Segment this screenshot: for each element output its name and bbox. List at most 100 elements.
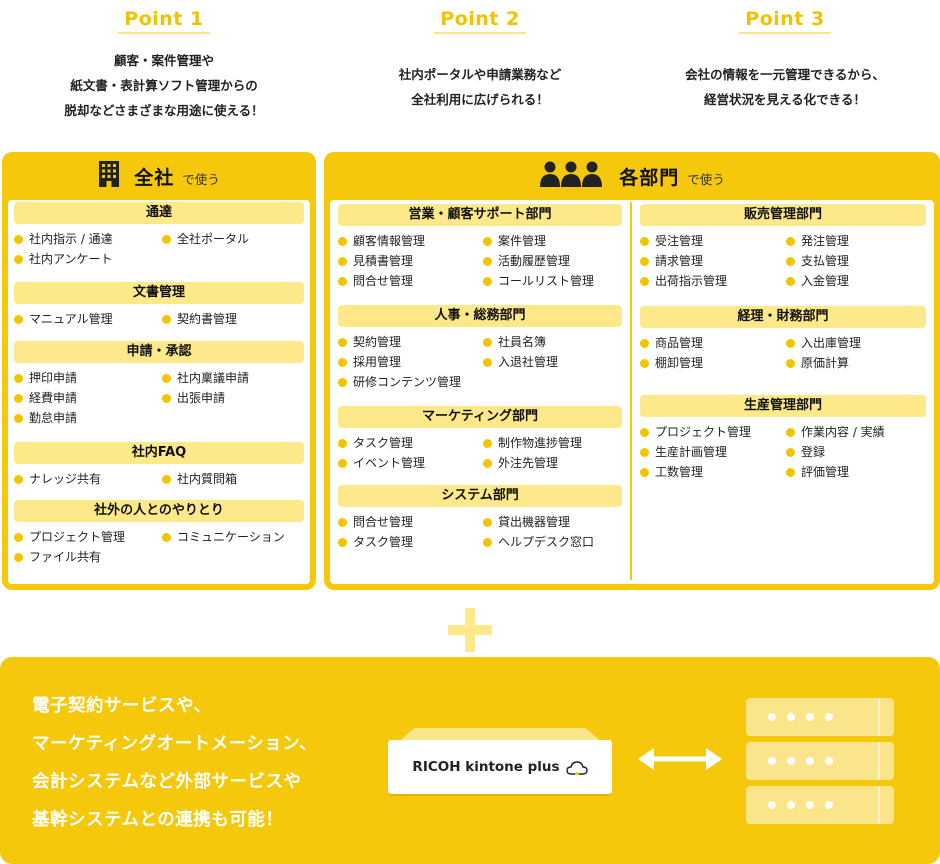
- point-3: Point 3 会社の情報を一元管理できるから、 経営状況を見える化できる！: [640, 8, 930, 112]
- list-item-label: 棚卸管理: [655, 356, 704, 370]
- list-item-label: ヘルプデスク窓口: [498, 535, 595, 549]
- bullet-icon: [483, 256, 492, 266]
- point-2-desc: 社内ポータルや申請業務など 全社利用に広げられる！: [398, 67, 562, 107]
- departments-panel-title: 各部門: [619, 166, 680, 189]
- list-item-label: 勤怠申請: [29, 411, 78, 425]
- list-item-label: 契約管理: [353, 335, 402, 349]
- category-heading: システム部門: [338, 485, 622, 507]
- list-item-label: マニュアル管理: [29, 312, 113, 326]
- list-item: プロジェクト管理: [14, 527, 156, 547]
- list-item-label: 社内質問箱: [177, 472, 238, 486]
- list-item: 活動履歴管理: [483, 251, 622, 271]
- device-label: RICOH kintone plus: [412, 759, 560, 775]
- bullet-icon: [14, 552, 23, 562]
- bullet-icon: [640, 358, 649, 368]
- bullet-icon: [338, 537, 347, 547]
- category-section: 営業・顧客サポート部門顧客情報管理案件管理見積書管理活動履歴管理問合せ管理コール…: [338, 204, 622, 291]
- category-heading: 営業・顧客サポート部門: [338, 204, 622, 226]
- list-item-label: 研修コンテンツ管理: [353, 375, 462, 389]
- category-section: 通達社内指示 / 通達全社ポータル社内アンケート: [14, 202, 304, 269]
- departments-panel-header: 各部門 で使う: [324, 152, 940, 200]
- list-item-label: 出荷指示管理: [655, 274, 728, 288]
- bullet-icon: [162, 373, 171, 383]
- list-item-label: イベント管理: [353, 456, 426, 470]
- point-1-title: Point 1: [118, 8, 210, 34]
- list-item-label: 社内稟議申請: [177, 371, 250, 385]
- bullet-icon: [338, 377, 347, 387]
- list-item: 採用管理: [338, 352, 477, 372]
- bullet-icon: [483, 276, 492, 286]
- list-item: プロジェクト管理: [640, 422, 780, 442]
- bullet-icon: [14, 373, 23, 383]
- bullet-icon: [14, 254, 23, 264]
- bullet-icon: [640, 467, 649, 477]
- list-item-label: 登録: [801, 445, 826, 459]
- bullet-icon: [483, 357, 492, 367]
- departments-panel-sub: で使う: [687, 171, 725, 187]
- integration-text: 電子契約サービスや、 マーケティングオートメーション、 会計システムなど外部サー…: [32, 696, 318, 830]
- list-item-label: 契約書管理: [177, 312, 238, 326]
- list-item-label: 発注管理: [801, 234, 850, 248]
- list-item-label: 見積書管理: [353, 254, 414, 268]
- list-item: 制作物進捗管理: [483, 433, 622, 453]
- list-item-label: タスク管理: [353, 535, 414, 549]
- bullet-icon: [162, 474, 171, 484]
- bullet-icon: [162, 532, 171, 542]
- category-heading: 文書管理: [14, 282, 304, 304]
- list-item: ナレッジ共有: [14, 469, 156, 489]
- category-heading: 通達: [14, 202, 304, 224]
- bullet-icon: [640, 256, 649, 266]
- bullet-icon: [483, 438, 492, 448]
- bullet-icon: [338, 458, 347, 468]
- bullet-icon: [338, 517, 347, 527]
- list-item-label: ナレッジ共有: [29, 472, 102, 486]
- list-item-label: 出張申請: [177, 391, 226, 405]
- point-1: Point 1 顧客・案件管理や 紙文書・表計算ソフト管理からの 脱却などさまざ…: [18, 8, 310, 123]
- list-item: 勤怠申請: [14, 408, 156, 428]
- list-item-label: 制作物進捗管理: [498, 436, 583, 450]
- point-2-title: Point 2: [434, 8, 526, 34]
- company-panel-sub: で使う: [182, 171, 220, 187]
- list-item-label: 社員名簿: [498, 335, 547, 349]
- company-panel-title: 全社: [134, 166, 175, 189]
- list-item: 社内質問箱: [162, 469, 304, 489]
- category-section: 文書管理マニュアル管理 契約書管理: [14, 282, 304, 329]
- list-item-label: 外注先管理: [498, 456, 559, 470]
- bullet-icon: [338, 276, 347, 286]
- bullet-icon: [14, 314, 23, 324]
- list-item-label: コミュニケーション: [177, 530, 285, 544]
- bullet-icon: [14, 393, 23, 403]
- category-section: 生産管理部門プロジェクト管理作業内容 / 実績生産計画管理登録工数管理評価管理: [640, 395, 926, 482]
- point-2: Point 2 社内ポータルや申請業務など 全社利用に広げられる！: [330, 8, 630, 112]
- bullet-icon: [162, 393, 171, 403]
- list-item: 顧客情報管理: [338, 231, 477, 251]
- bullet-icon: [483, 517, 492, 527]
- list-item-label: 問合せ管理: [353, 274, 414, 288]
- category-section: 販売管理部門受注管理発注管理請求管理支払管理出荷指示管理入金管理: [640, 204, 926, 291]
- point-1-desc: 顧客・案件管理や 紙文書・表計算ソフト管理からの 脱却などさまざまな用途に使える…: [64, 53, 264, 118]
- bullet-icon: [14, 532, 23, 542]
- list-item: 発注管理: [786, 231, 926, 251]
- list-item: 問合せ管理: [338, 512, 477, 532]
- bullet-icon: [483, 537, 492, 547]
- bullet-icon: [14, 234, 23, 244]
- list-item: 外注先管理: [483, 453, 622, 473]
- list-item: 入出庫管理: [786, 333, 926, 353]
- list-item: 商品管理: [640, 333, 780, 353]
- bullet-icon: [338, 357, 347, 367]
- list-item-label: 生産計画管理: [655, 445, 728, 459]
- bullet-icon: [640, 427, 649, 437]
- bullet-icon: [162, 234, 171, 244]
- bullet-icon: [786, 427, 795, 437]
- list-item: 契約管理: [338, 332, 477, 352]
- list-item: 棚卸管理: [640, 353, 780, 373]
- list-item: マニュアル管理: [14, 309, 156, 329]
- building-icon: [98, 160, 120, 192]
- bullet-icon: [162, 314, 171, 324]
- bullet-icon: [338, 256, 347, 266]
- bullet-icon: [338, 438, 347, 448]
- bidirectional-arrow-icon: [636, 744, 724, 774]
- bullet-icon: [786, 256, 795, 266]
- category-section: 申請・承認押印申請社内稟議申請経費申請出張申請勤怠申請: [14, 341, 304, 428]
- departments-divider: [630, 202, 632, 580]
